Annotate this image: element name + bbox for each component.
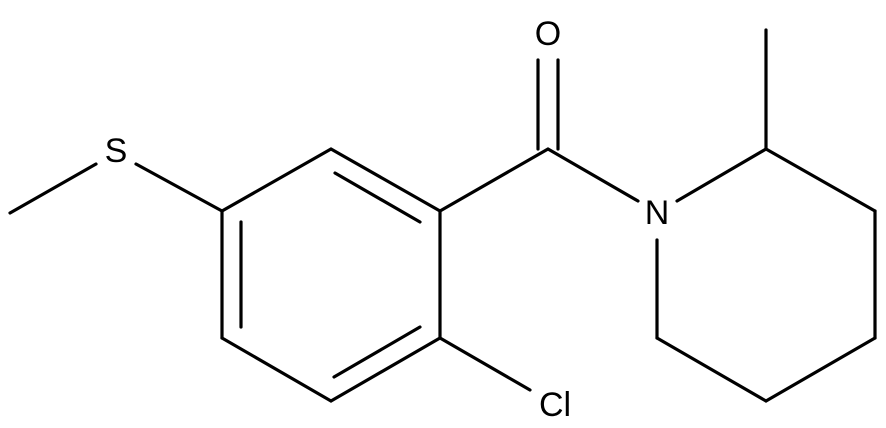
bond-c5-to-c6 — [655, 336, 768, 403]
ring-double-bond-inner-bottom — [332, 325, 422, 379]
carbonyl-group — [438, 58, 640, 213]
bond-carbonyl-to-nitrogen — [546, 147, 640, 203]
ring-bond-c1-c2 — [329, 147, 442, 213]
atom-label-nitrogen: N — [645, 194, 670, 232]
bond-c2-to-c3 — [764, 147, 877, 213]
piperidine-ring — [655, 28, 877, 403]
bond-c4-to-c5 — [764, 336, 877, 403]
bond-sulfur-to-methyl — [8, 162, 98, 215]
bond-n-to-c2 — [675, 147, 768, 203]
methylthio-group — [8, 162, 224, 215]
ring-double-bond-inner-top — [333, 171, 422, 224]
benzene-ring — [220, 147, 442, 403]
ring-bond-c3-c4 — [329, 336, 442, 403]
atom-label-chlorine: Cl — [539, 386, 571, 424]
ring-bond-c4-c5 — [220, 336, 333, 403]
bond-ring-to-carbonyl — [438, 147, 550, 213]
atom-label-oxygen: O — [535, 15, 561, 53]
bond-ring-to-sulfur — [134, 162, 224, 213]
atom-label-sulfur: S — [105, 132, 128, 170]
ring-bond-c6-c1 — [220, 147, 333, 213]
bond-ring-to-chlorine — [438, 336, 532, 392]
